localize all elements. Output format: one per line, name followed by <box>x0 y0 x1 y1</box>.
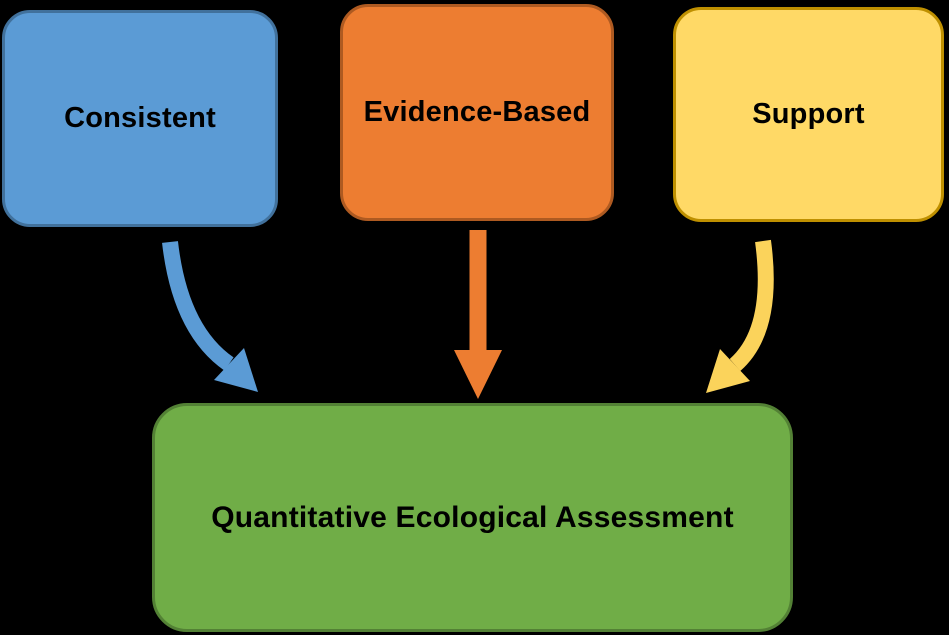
arrow-evidence-to-assessment <box>454 230 502 399</box>
arrow-support-shaft <box>729 239 774 372</box>
node-assessment: Quantitative Ecological Assessment <box>152 403 793 632</box>
arrow-consistent-to-assessment <box>162 241 258 392</box>
node-evidence-based-label: Evidence-Based <box>363 96 591 128</box>
node-assessment-label: Quantitative Ecological Assessment <box>211 500 734 534</box>
arrow-consistent-head-icon <box>214 348 258 392</box>
arrow-consistent-shaft <box>162 241 234 371</box>
node-support-label: Support <box>752 98 865 130</box>
node-evidence-based: Evidence-Based <box>340 4 614 221</box>
arrow-support-head-icon <box>706 349 750 393</box>
node-consistent: Consistent <box>2 10 278 227</box>
node-support: Support <box>673 7 944 222</box>
node-consistent-label: Consistent <box>64 102 216 134</box>
arrow-support-to-assessment <box>706 239 774 393</box>
arrow-evidence-head-icon <box>454 350 502 399</box>
